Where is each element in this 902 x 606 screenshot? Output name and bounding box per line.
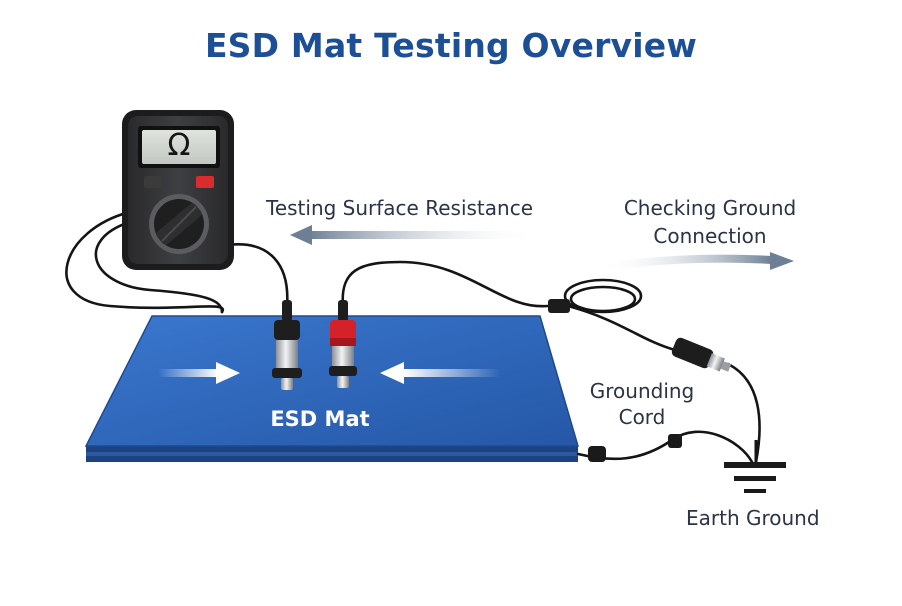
test-lead-cables [65, 210, 550, 314]
mat-arrow-left-icon [380, 362, 500, 384]
meter-display-ohm: Ω [167, 128, 191, 163]
label-esd-mat: ESD Mat [270, 407, 370, 431]
red-probe-icon [329, 300, 357, 388]
snap-connector-icon [588, 434, 682, 462]
esd-mat [84, 315, 580, 462]
mat-arrow-right-icon [158, 362, 240, 384]
label-ground-connection: Checking Ground Connection [623, 196, 797, 248]
label-surface-resistance: Testing Surface Resistance [266, 196, 533, 220]
cord-ferrite-icon [548, 299, 570, 313]
ground-symbol-icon [724, 440, 786, 493]
grounding-cord [563, 278, 761, 464]
label-grounding-cord: Grounding Cord [589, 379, 695, 429]
diagram-title: ESD Mat Testing Overview [204, 26, 698, 65]
surface-resistance-arrow-icon [290, 225, 538, 245]
ground-connection-arrow-icon [599, 252, 794, 272]
multimeter-icon [122, 110, 234, 270]
black-probe-icon [272, 300, 302, 390]
label-earth-ground: Earth Ground [686, 506, 820, 530]
ground-plug-icon [671, 337, 732, 372]
